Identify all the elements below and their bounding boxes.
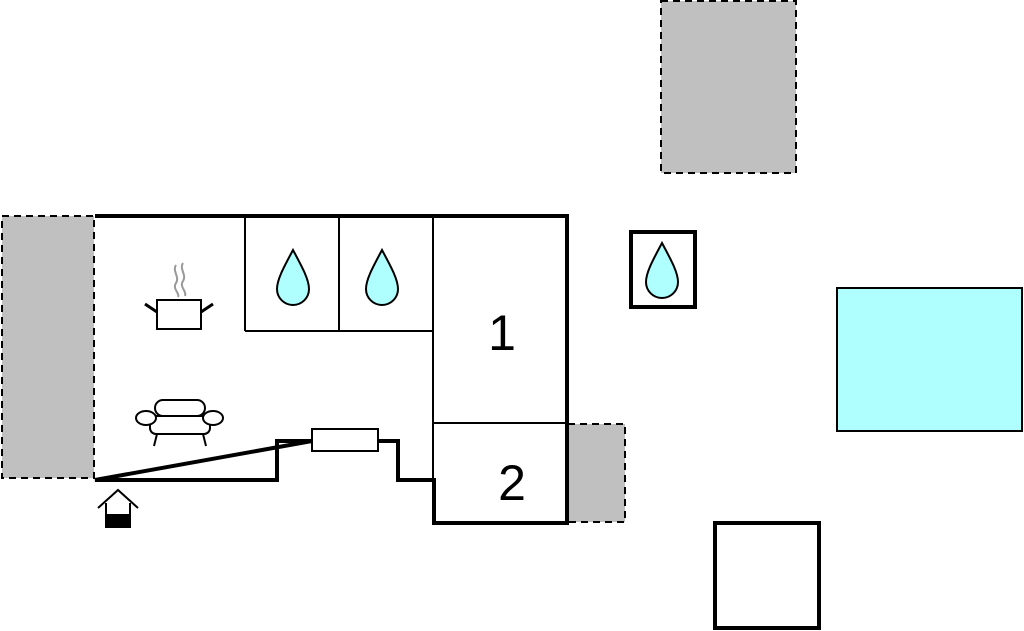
swimming-pool — [836, 287, 1023, 432]
room-number-1: 1 — [488, 305, 516, 361]
terrace-small — [567, 423, 626, 523]
fireplace-icon — [311, 428, 379, 452]
terrace-top-right — [660, 0, 797, 174]
house-entrance-icon — [97, 488, 139, 528]
outdoor-shower — [629, 230, 697, 309]
water-drop-icon — [275, 247, 311, 306]
cooking-pot-icon — [144, 262, 214, 330]
outbuilding — [713, 521, 821, 630]
water-drop-icon — [364, 247, 400, 306]
house-walls — [94, 214, 569, 525]
terrace-left — [1, 215, 95, 479]
room-number-2: 2 — [498, 455, 526, 511]
sofa-icon — [135, 399, 224, 447]
interior-walls — [244, 216, 567, 480]
water-drop-icon — [644, 240, 680, 299]
